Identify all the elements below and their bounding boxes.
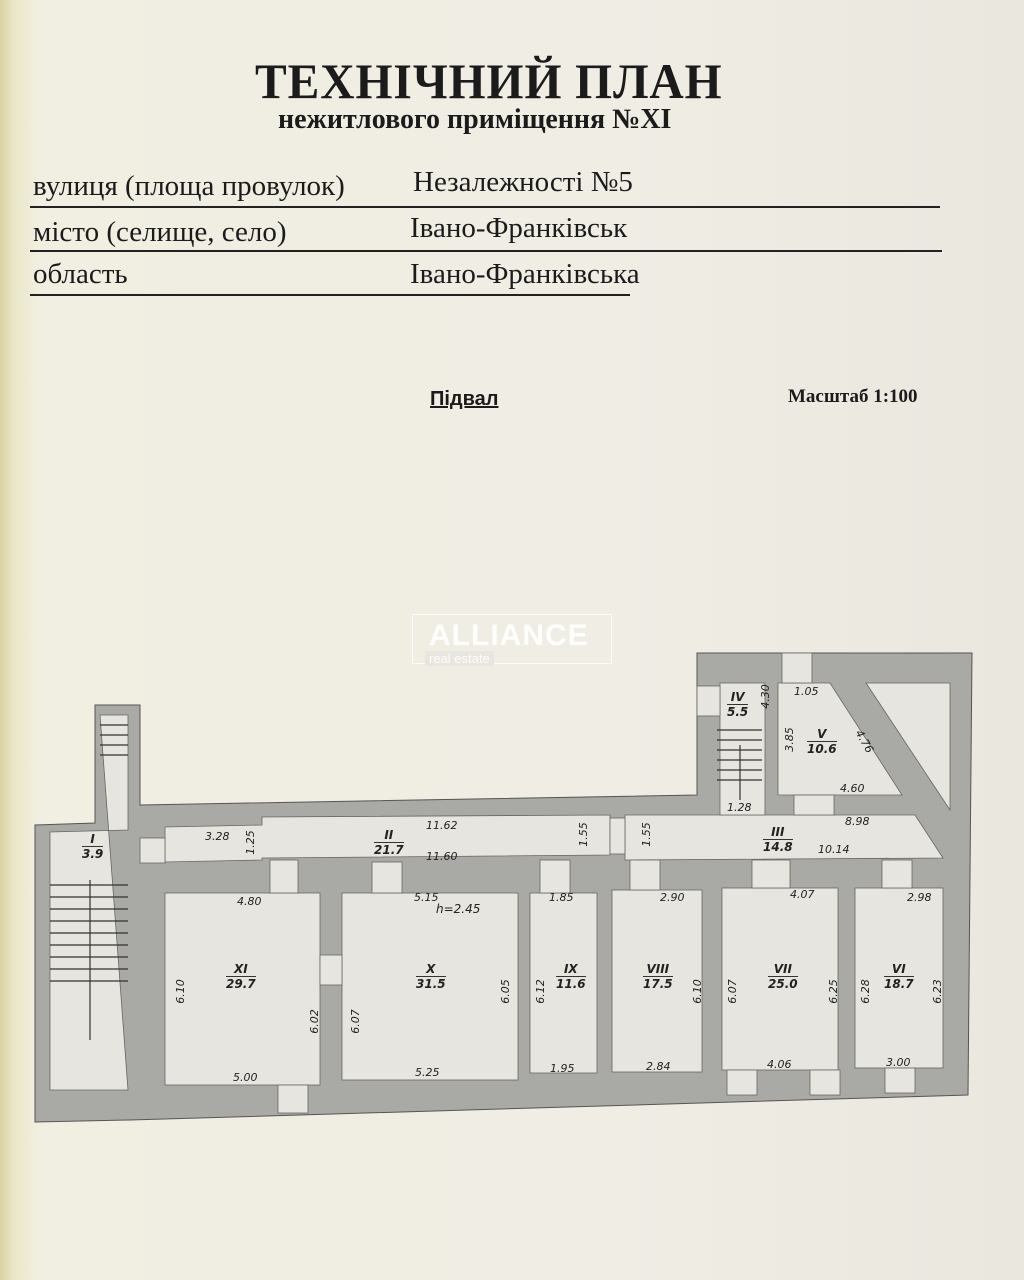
dimension: 4.07 (790, 888, 815, 901)
floor-label: Підвал (430, 388, 499, 410)
divider (30, 250, 942, 252)
room-vi (854, 887, 944, 1069)
watermark-brand: ALLIANCE (429, 619, 589, 652)
door (319, 954, 343, 986)
dimension: 6.28 (858, 979, 872, 1004)
dimension: 6.10 (173, 979, 187, 1004)
dimension: 2.84 (646, 1060, 671, 1073)
room-i (49, 714, 129, 1091)
dimension: 1.55 (576, 822, 590, 847)
dimension: 1.55 (639, 822, 653, 847)
door (269, 859, 299, 894)
dimension: 3.00 (886, 1056, 911, 1069)
dimension: 6.25 (826, 979, 840, 1004)
divider (30, 206, 940, 208)
door (629, 859, 661, 891)
door (809, 1069, 841, 1096)
dimension: 4.30 (758, 684, 772, 709)
dimension: 6.02 (307, 1009, 321, 1034)
street-value: Незалежності №5 (413, 166, 633, 198)
ceiling-height: h=2.45 (436, 902, 481, 916)
door (726, 1069, 758, 1096)
region-value: Івано-Франківська (410, 258, 640, 290)
scale-label: Масштаб 1:100 (788, 386, 918, 407)
watermark: ALLIANCE real estate (412, 614, 612, 666)
door (609, 817, 626, 855)
dimension: 6.05 (498, 979, 512, 1004)
door (884, 1067, 916, 1094)
room-v (777, 682, 903, 796)
door (277, 1084, 309, 1114)
door (139, 837, 166, 864)
door (371, 861, 403, 894)
door (881, 859, 913, 889)
room-ii (164, 814, 611, 863)
dimension: 1.25 (243, 830, 257, 855)
room-viii (611, 889, 703, 1073)
dimension: 11.62 (426, 819, 458, 832)
watermark-tagline: real estate (425, 651, 494, 666)
room-x (341, 892, 519, 1081)
dimension: 5.15 (414, 891, 439, 904)
room-iv (719, 682, 766, 816)
dimension: 3.85 (782, 727, 796, 752)
stairs (50, 724, 762, 1040)
dimension: 4.06 (767, 1058, 792, 1071)
door (539, 859, 571, 894)
dimension: 1.85 (549, 891, 574, 904)
door (751, 859, 791, 889)
dimension: 11.60 (426, 850, 458, 863)
door (793, 794, 835, 816)
room-vii (721, 887, 839, 1071)
dimension: 1.95 (550, 1062, 575, 1075)
city-value: Івано-Франківськ (410, 212, 628, 244)
dimension: 8.98 (845, 815, 870, 828)
page-title: ТЕХНІЧНИЙ ПЛАН (255, 53, 723, 109)
room-ix (529, 892, 598, 1074)
city-label: місто (селище, село) (33, 216, 287, 248)
light-well (865, 682, 951, 812)
dimension: 5.25 (415, 1066, 440, 1079)
dimension: 6.10 (690, 979, 704, 1004)
dimension: 6.07 (725, 979, 739, 1004)
dimension: 6.07 (348, 1009, 362, 1034)
dimension: 4.80 (237, 895, 262, 908)
dimension: 6.23 (930, 979, 944, 1004)
dimension: 3.28 (205, 830, 230, 843)
door (696, 685, 721, 717)
dimension: 1.28 (727, 801, 752, 814)
dimension: 4.60 (840, 782, 865, 795)
street-label: вулиця (площа провулок) (33, 170, 345, 202)
dimension: 10.14 (818, 843, 850, 856)
divider (30, 294, 630, 296)
region-label: область (33, 258, 128, 290)
page-subtitle: нежитлового приміщення №XI (278, 104, 672, 135)
dimension: 2.90 (660, 891, 685, 904)
dimension: 2.98 (907, 891, 932, 904)
dimension: 1.05 (794, 685, 819, 698)
room-xi (164, 892, 321, 1086)
dimension: 6.12 (533, 979, 547, 1004)
door (781, 652, 813, 684)
dimension: 5.00 (233, 1071, 258, 1084)
